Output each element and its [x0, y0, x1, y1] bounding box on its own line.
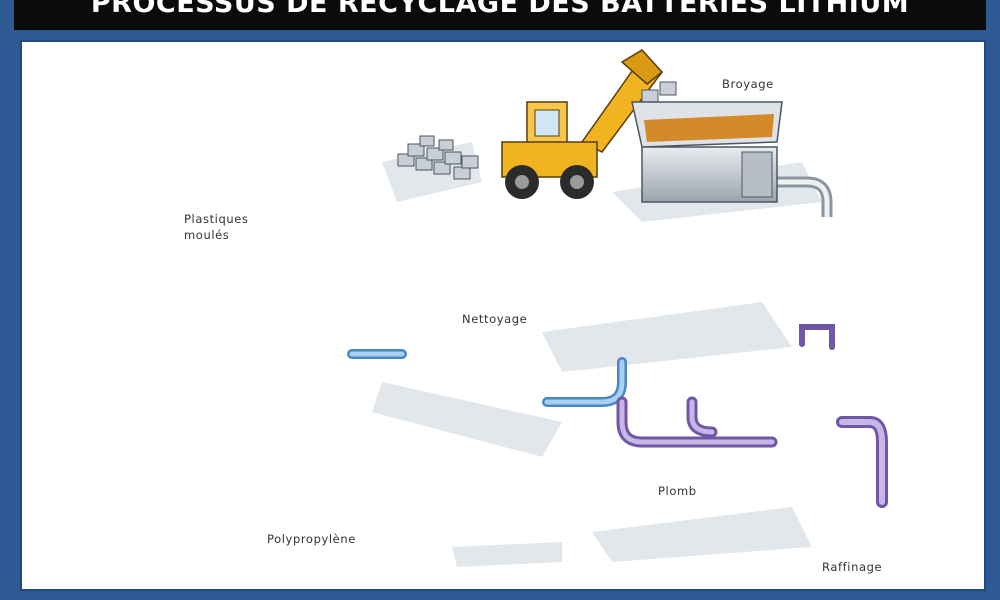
blue-pipes	[347, 349, 627, 407]
loader-vehicle	[501, 49, 664, 199]
label-broyage: Broyage	[722, 77, 774, 91]
label-raffinage: Raffinage	[822, 560, 883, 574]
recycling-diagram	[347, 49, 888, 567]
crusher-machine	[631, 101, 783, 203]
label-plastiques-line1: Plastiques	[184, 212, 249, 226]
label-nettoyage: Nettoyage	[462, 312, 528, 326]
title-bar: PROCESSUS DE RECYCLAGE DES BATTERIES LIT…	[14, 0, 986, 30]
purple-pipes	[616, 324, 888, 508]
label-plastiques-line2: moulés	[184, 228, 230, 242]
ground-shadows	[372, 142, 822, 567]
label-polypropylene: Polypropylène	[267, 532, 356, 546]
poster-title: PROCESSUS DE RECYCLAGE DES BATTERIES LIT…	[90, 0, 910, 19]
diagram-panel: Broyage Plastiques moulés Nettoyage Plom…	[20, 40, 986, 591]
battery-pile-top	[397, 135, 479, 180]
label-plomb: Plomb	[658, 484, 697, 498]
